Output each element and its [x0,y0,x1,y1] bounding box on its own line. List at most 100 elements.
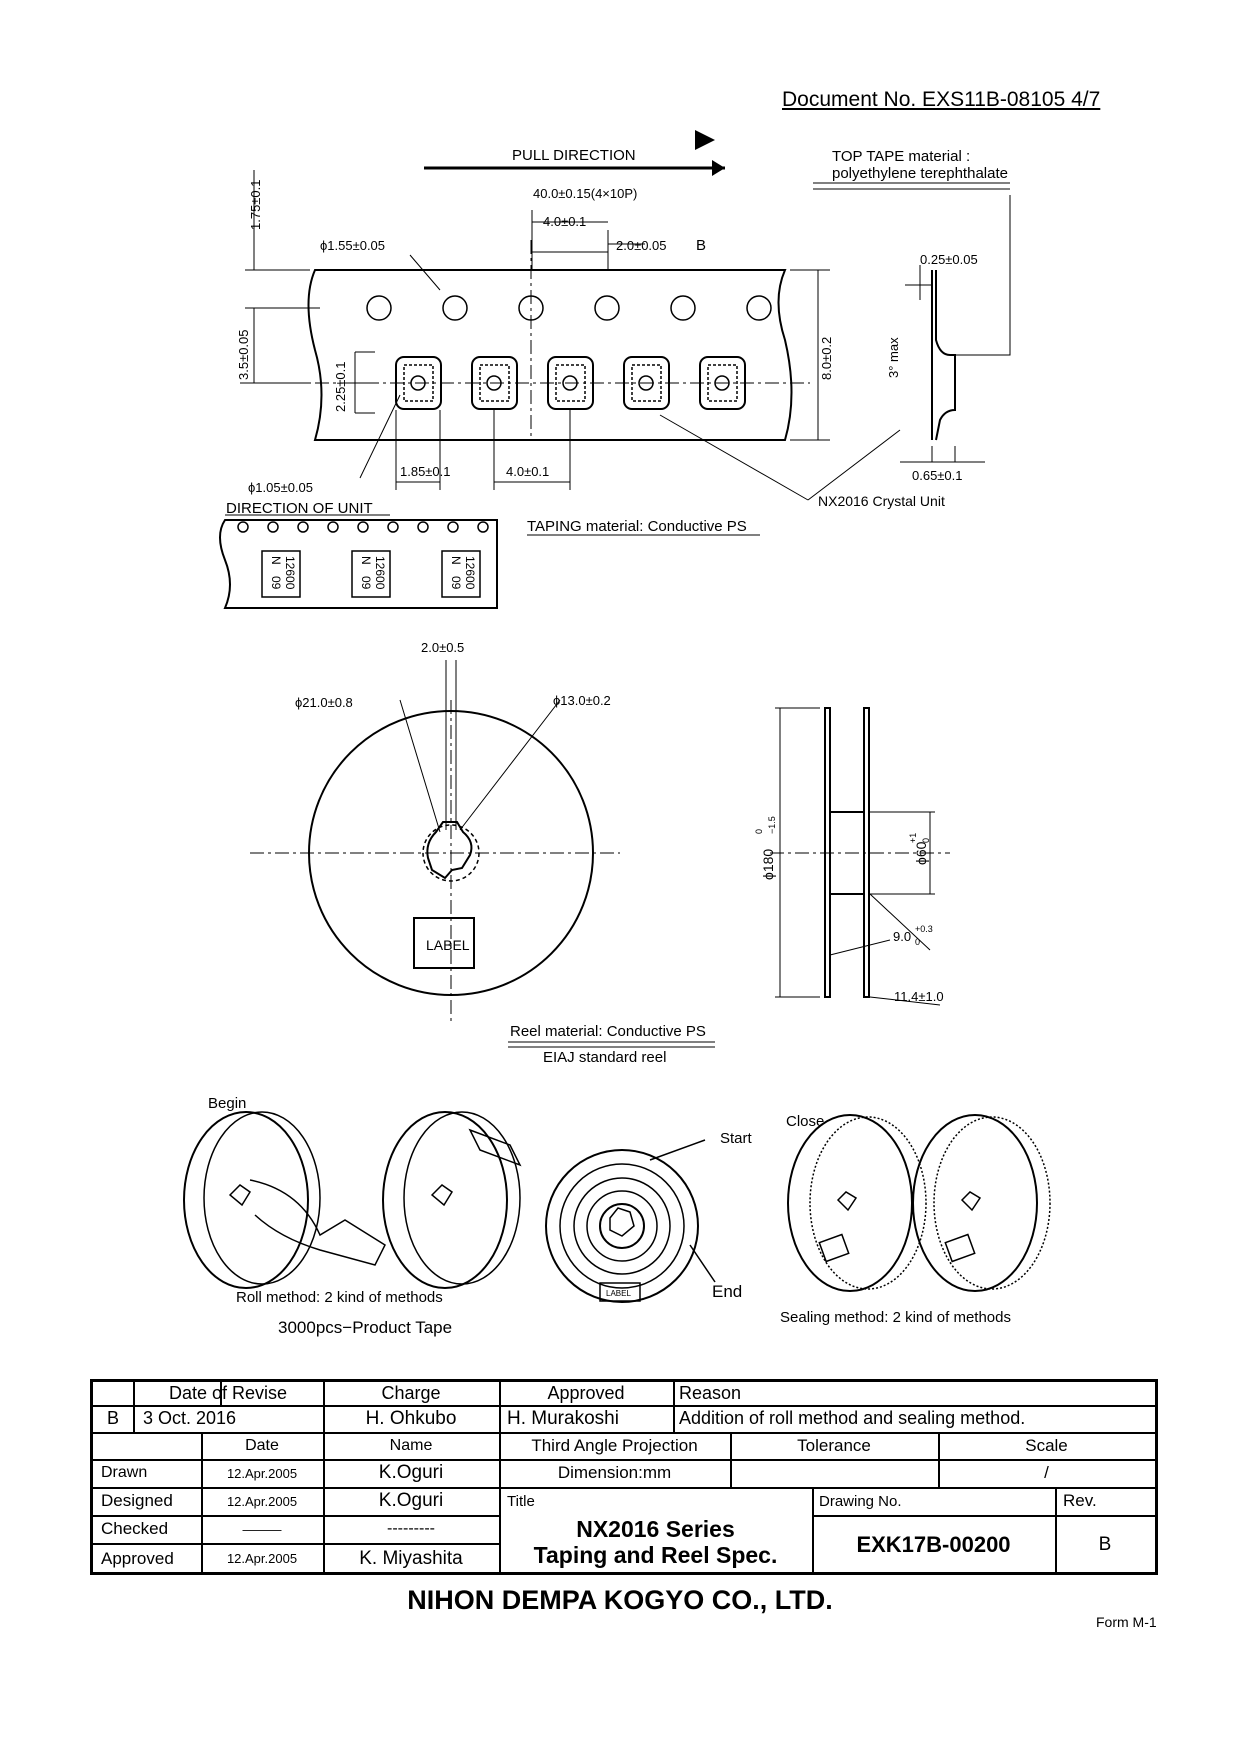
checked-date: ——— [242,1521,282,1537]
revision-value: B [1098,1533,1112,1555]
revision-letter: B [106,1408,119,1428]
approved-header: Approved [547,1383,625,1403]
top-tape-material-label: TOP TAPE material : [832,148,970,165]
scale-label: Scale [1025,1435,1068,1455]
draft-angle-dimension: 3° max [886,337,901,378]
checked-name: --------- [387,1520,435,1537]
drawing-number: EXK17B-00200 [856,1531,1011,1557]
document-number: Document No. EXS11B-08105 4/7 [782,88,1101,111]
pull-direction-label: PULL DIRECTION [512,147,636,164]
unit-marking-symbol: N [269,556,283,565]
edge-dimension: 1.75±0.1 [248,179,263,230]
product-tape-label: 3000pcs−Product Tape [278,1318,452,1337]
sealing-method-sketch-1 [787,1114,927,1292]
end-label: End [712,1282,742,1301]
reel-diameter-tolerance-lower: −1.5 [767,816,777,834]
form-number: Form M-1 [1096,1614,1157,1630]
begin-label: Begin [208,1095,246,1112]
title-block: Date of Revise Charge Approved Reason B … [90,1379,1158,1575]
drawn-name: K.Oguri [378,1462,444,1483]
unit-marking-code: 12600 [283,556,297,590]
tape-thickness-dimension: 0.25±0.05 [920,252,978,267]
hub-diameter-dimension: ϕ60 [913,841,929,865]
overall-width-dimension: 11.4±1.0 [894,989,944,1004]
reel-label-box: LABEL [426,937,470,953]
rev-label: Rev. [1063,1491,1097,1510]
unit-marking-code: 12600 [463,556,477,590]
inner-width-tolerance-upper: +0.3 [915,924,933,934]
date-of-revise-header: Date of Revise [168,1383,288,1403]
tape-width-dimension: 8.0±0.2 [819,337,834,380]
approved-date: 12.Apr.2005 [226,1551,298,1566]
pocket-hole-dimension: ϕ1.05±0.05 [248,480,313,495]
spiral-tape-sketch [545,1139,716,1303]
hub-diameter-tolerance-upper: +1 [908,833,918,843]
inner-width-tolerance-lower: 0 [915,937,920,947]
pocket-length-dimension: 2.25±0.1 [333,361,348,412]
name-column-header: Name [389,1436,433,1454]
revision-approved: H. Murakoshi [507,1407,619,1429]
reel-diameter-dimension: ϕ180 [760,849,776,880]
unit-marking-symbol: N [359,556,373,565]
drawing-title-line-2: Taping and Reel Spec. [533,1541,778,1568]
carrier-tape [240,240,810,441]
company-name: NIHON DEMPA KOGYO CO., LTD. [407,1585,833,1615]
roll-method-sketch-2 [382,1111,522,1289]
taping-material-label: TAPING material: Conductive PS [527,518,747,535]
revision-date: 3 Oct. 2016 [143,1408,237,1428]
offset-2-dimension: 2.0±0.05 [616,238,667,253]
pocket-center-dimension: 3.5±0.05 [236,329,251,380]
drawing-number-label: Drawing No. [819,1492,902,1510]
approved-label: Approved [101,1548,174,1568]
slot-width-dimension: 2.0±0.5 [421,640,464,655]
outer-hub-dimension: ϕ21.0±0.8 [295,695,353,710]
roll-method-sketch-1 [183,1111,386,1289]
sealing-method-label: Sealing method: 2 kind of methods [780,1309,1011,1326]
revision-reason: Addition of roll method and sealing meth… [679,1408,1026,1428]
checked-label: Checked [101,1519,169,1538]
top-tape-substance-label: polyethylene terephthalate [832,165,1008,182]
sprocket-hole-dimension: ϕ1.55±0.05 [320,238,385,253]
designed-date: 12.Apr.2005 [226,1493,298,1509]
tolerance-label: Tolerance [797,1435,871,1455]
reel-side-view [770,707,950,998]
section-b-label: B [696,237,706,254]
scale-value: / [1044,1463,1049,1482]
projection-label: Third Angle Projection [531,1435,698,1455]
unit-marking-lot: 09 [359,576,373,590]
roll-method-label: Roll method: 2 kind of methods [236,1289,443,1306]
reason-header: Reason [679,1383,742,1403]
drawing-title-line-1: NX2016 Series [576,1515,735,1542]
pocket-width-dimension: 1.85±0.1 [400,464,451,479]
unit-marking-symbol: N [449,556,463,565]
close-label: Close [786,1113,824,1130]
date-column-header: Date [245,1436,279,1454]
pitch-40-dimension: 40.0±0.15(4×10P) [533,186,637,201]
reel-diameter-tolerance-upper: 0 [754,829,764,834]
reel-standard-label: EIAJ standard reel [543,1049,666,1066]
pitch-4-dimension: 4.0±0.1 [543,214,586,229]
inner-width-dimension: 9.0 [893,929,911,944]
start-label: Start [720,1130,753,1147]
unit-marking-code: 12600 [373,556,387,590]
sealing-method-sketch-2 [912,1114,1051,1292]
designed-label: Designed [101,1491,173,1510]
dimension-unit: Dimension:mm [557,1463,672,1482]
revision-charge: H. Ohkubo [365,1407,457,1429]
charge-header: Charge [381,1383,441,1403]
reel-front-view [250,700,620,1025]
unit-marking-lot: 09 [449,576,463,590]
direction-of-unit-label: DIRECTION OF UNIT [226,500,373,517]
approved-name: K. Miyashita [359,1547,463,1569]
arbor-hole-dimension: ϕ13.0±0.2 [553,693,611,708]
hub-diameter-tolerance-lower: 0 [921,838,931,843]
crystal-unit-label: NX2016 Crystal Unit [818,493,945,509]
unit-marking-lot: 09 [269,576,283,590]
drawn-label: Drawn [101,1464,148,1481]
pocket-pitch-dimension: 4.0±0.1 [506,464,549,479]
designed-name: K.Oguri [378,1490,444,1511]
pocket-depth-dimension: 0.65±0.1 [912,468,963,483]
drawn-date: 12.Apr.2005 [226,1465,298,1481]
reel-material-label: Reel material: Conductive PS [510,1023,706,1040]
